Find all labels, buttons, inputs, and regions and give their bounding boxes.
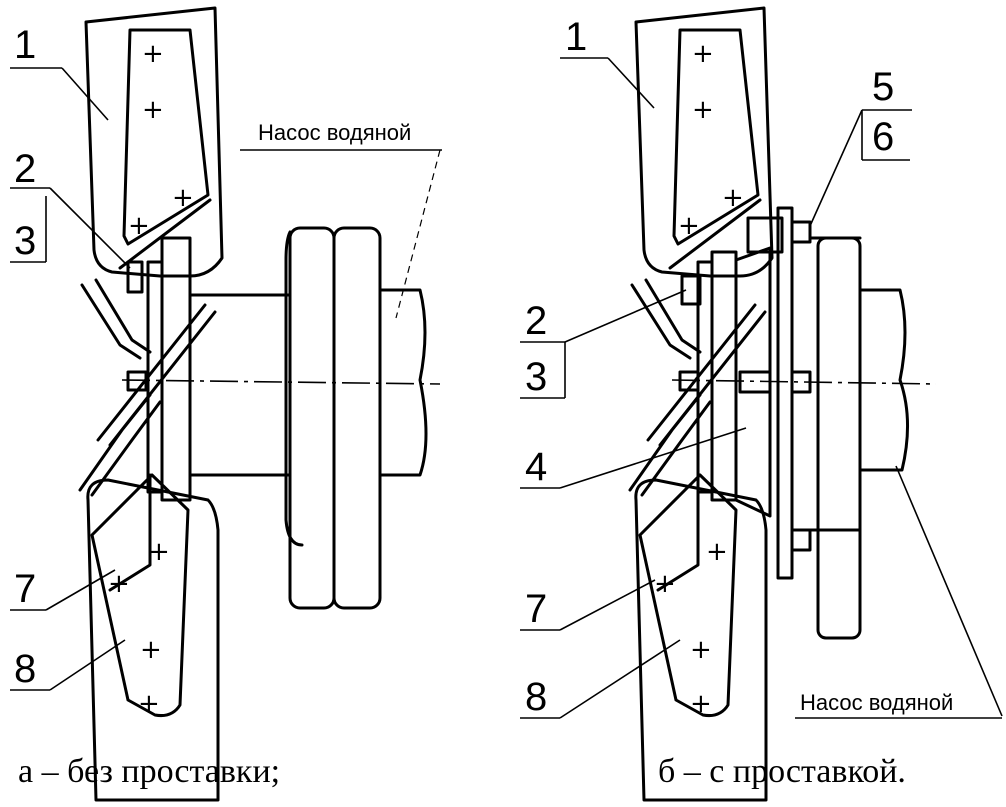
view-b-pulley xyxy=(808,236,909,640)
svg-text:+: + xyxy=(140,635,162,665)
view-a-hub xyxy=(78,236,217,502)
view-a-caption: а – без проставки; xyxy=(18,753,281,790)
svg-text:+: + xyxy=(128,211,150,241)
view-b-upper-blade: + + + + xyxy=(634,6,774,278)
view-a-drawing: + + + + xyxy=(10,6,442,802)
view-b-callout-5: 5 xyxy=(872,65,894,109)
view-b-lower-blade: + + + + xyxy=(634,473,768,802)
view-b-drawing: + + + + xyxy=(520,6,1003,802)
view-b-callout-6: 6 xyxy=(872,115,894,159)
view-a-callout-1: 1 xyxy=(14,23,36,67)
view-b-callout-1: 1 xyxy=(565,15,587,59)
view-a-callout-8: 8 xyxy=(14,647,36,691)
view-b-callout-8: 8 xyxy=(525,675,547,719)
view-a-callout-2: 2 xyxy=(14,147,36,191)
view-b-callout-2: 2 xyxy=(525,299,547,343)
svg-text:+: + xyxy=(108,569,130,599)
svg-text:+: + xyxy=(690,635,712,665)
svg-text:+: + xyxy=(172,183,194,213)
view-b-pump-label: Насос водяной xyxy=(800,690,953,715)
svg-text:+: + xyxy=(654,569,676,599)
svg-text:+: + xyxy=(692,95,714,125)
svg-text:+: + xyxy=(148,537,170,567)
view-b-caption: б – с проставкой. xyxy=(658,753,906,790)
svg-text:+: + xyxy=(706,537,728,567)
view-a-callout-3: 3 xyxy=(14,219,36,263)
svg-text:+: + xyxy=(138,689,160,719)
view-b-callout-7: 7 xyxy=(525,587,547,631)
svg-text:+: + xyxy=(142,39,164,69)
svg-text:+: + xyxy=(142,95,164,125)
view-a-pump-label: Насос водяной xyxy=(258,120,411,145)
view-b-callout-4: 4 xyxy=(525,445,547,489)
view-b-spacer xyxy=(734,206,812,580)
view-a-lower-blade: + + + + xyxy=(86,473,220,802)
view-b-axis xyxy=(671,379,937,385)
view-a-pulley xyxy=(188,226,428,610)
svg-text:+: + xyxy=(690,689,712,719)
view-b-callout-3: 3 xyxy=(525,355,547,399)
view-a-axis xyxy=(121,379,441,385)
view-a-upper-blade: + + + + xyxy=(84,6,224,278)
svg-text:+: + xyxy=(678,211,700,241)
svg-text:+: + xyxy=(692,39,714,69)
view-b-hub xyxy=(628,250,767,502)
view-a-callout-7: 7 xyxy=(14,567,36,611)
svg-text:+: + xyxy=(722,183,744,213)
